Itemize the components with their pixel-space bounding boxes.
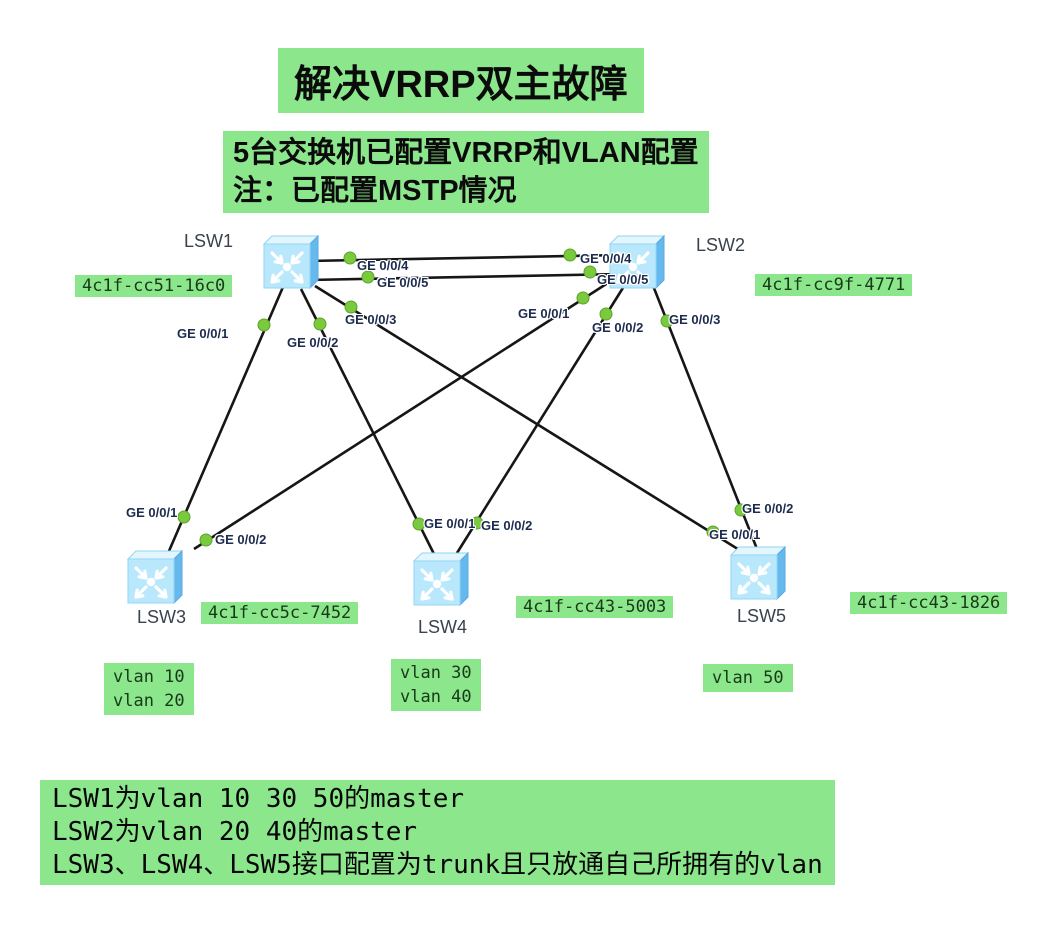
switch-node-lsw2[interactable]	[604, 226, 668, 290]
vlan-badge-line: vlan 50	[712, 668, 784, 688]
notes-block: LSW1为vlan 10 30 50的master LSW2为vlan 20 4…	[40, 780, 835, 885]
vlan-badge: vlan 10 vlan 20	[104, 663, 194, 715]
port-label: GE 0/0/1	[424, 516, 476, 531]
port-dot	[706, 525, 720, 539]
port-label: GE 0/0/2	[742, 501, 794, 516]
link-line-LSW1-LSW4	[299, 288, 436, 555]
port-label: GE 0/0/1	[177, 326, 229, 341]
port-label: GE 0/0/2	[287, 335, 339, 350]
port-label: GE 0/0/3	[345, 312, 397, 327]
note-line-1: LSW1为vlan 10 30 50的master	[52, 784, 465, 814]
switch-node-lsw4[interactable]	[408, 543, 472, 607]
vlan-badge-line: vlan 40	[400, 687, 472, 707]
vlan-badge: vlan 50	[703, 664, 793, 692]
port-label: GE 0/0/2	[592, 320, 644, 335]
subtitle-line-2: 注：已配置MSTP情况	[233, 175, 517, 207]
port-dot	[563, 248, 577, 262]
mac-badge-lsw4: 4c1f-cc43-5003	[516, 596, 674, 618]
port-dot	[412, 517, 426, 531]
port-dot	[470, 516, 484, 530]
switch-node-lsw5[interactable]	[725, 537, 789, 601]
port-dot	[361, 270, 375, 284]
switch-arrows-glyph	[616, 251, 650, 284]
switch-icon	[729, 545, 787, 601]
port-dot	[177, 510, 191, 524]
node-label-lsw1: LSW1	[184, 231, 234, 251]
port-label: GE 0/0/1	[518, 306, 570, 321]
port-label: GE 0/0/5	[377, 275, 429, 290]
port-label: GE 0/0/1	[126, 505, 178, 520]
subtitle-note: 5台交换机已配置VRRP和VLAN配置 注：已配置MSTP情况	[223, 131, 709, 213]
port-label: GE 0/0/5	[597, 272, 649, 287]
port-dot	[344, 300, 358, 314]
link-line-LSW1-LSW5	[314, 284, 742, 553]
port-label: GE 0/0/1	[709, 527, 761, 542]
link-line-LSW2-LSW3	[193, 277, 615, 551]
port-dot	[599, 307, 613, 321]
switch-arrows-glyph	[270, 251, 304, 284]
port-dot	[313, 317, 327, 331]
port-dot	[343, 251, 357, 265]
vlan-badge-line: vlan 20	[113, 691, 185, 711]
port-label: GE 0/0/3	[669, 312, 721, 327]
switch-arrows-glyph	[134, 566, 168, 599]
switch-icon	[262, 234, 320, 290]
switch-icon	[126, 549, 184, 605]
mac-badge-lsw5: 4c1f-cc43-1826	[850, 592, 1008, 614]
switch-node-lsw1[interactable]	[258, 226, 322, 290]
switch-icon	[608, 234, 666, 290]
port-dot	[660, 314, 674, 328]
node-label-lsw5: LSW5	[737, 606, 787, 626]
subtitle-line-1: 5台交换机已配置VRRP和VLAN配置	[233, 137, 699, 169]
switch-arrows-glyph	[420, 568, 454, 601]
note-line-3: LSW3、LSW4、LSW5接口配置为trunk且只放通自己所拥有的vlan	[52, 850, 823, 880]
port-dot	[576, 291, 590, 305]
node-label-lsw3: LSW3	[137, 607, 187, 627]
port-label: GE 0/0/2	[215, 532, 267, 547]
link-line-LSW1-LSW2-ge5	[307, 272, 623, 282]
port-label: GE 0/0/4	[580, 251, 632, 266]
node-label-lsw2: LSW2	[696, 235, 746, 255]
vlan-badge: vlan 30 vlan 40	[391, 659, 481, 711]
port-dot	[199, 533, 213, 547]
note-line-2: LSW2为vlan 20 40的master	[52, 817, 418, 847]
vlan-badge-line: vlan 10	[113, 667, 185, 687]
mac-badge-lsw1: 4c1f-cc51-16c0	[75, 275, 233, 297]
vlan-badge-line: vlan 30	[400, 663, 472, 683]
mac-badge-lsw3: 4c1f-cc5c-7452	[201, 602, 359, 624]
port-dot	[734, 503, 748, 517]
mac-badge-lsw2: 4c1f-cc9f-4771	[755, 274, 913, 296]
page-title: 解决VRRP双主故障	[278, 48, 644, 113]
port-label: GE 0/0/4	[357, 258, 409, 273]
switch-icon	[412, 551, 470, 607]
switch-arrows-glyph	[737, 562, 771, 595]
port-dot	[257, 318, 271, 332]
switch-node-lsw3[interactable]	[122, 541, 186, 605]
port-label: GE 0/0/2	[481, 518, 533, 533]
port-dot	[583, 265, 597, 279]
node-label-lsw4: LSW4	[418, 617, 468, 637]
link-line-LSW2-LSW4	[455, 282, 628, 554]
